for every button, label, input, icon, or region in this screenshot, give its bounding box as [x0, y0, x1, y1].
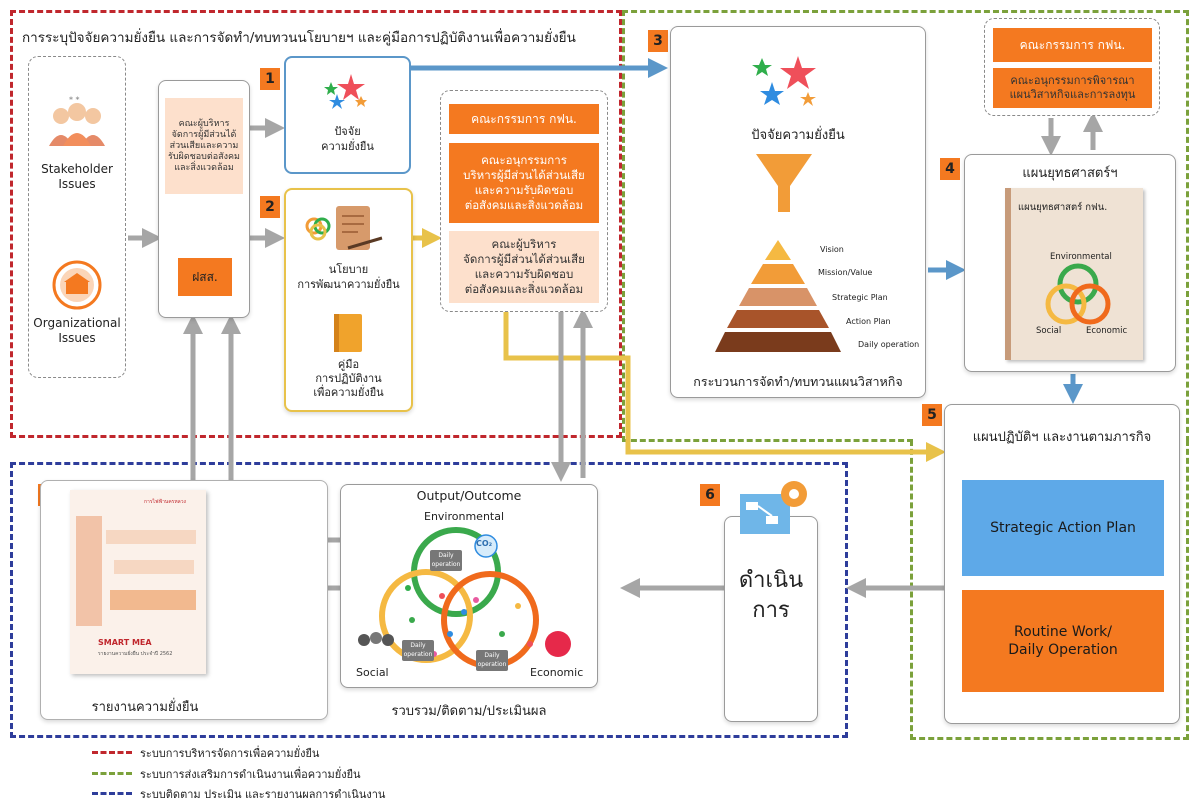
report-graphic-3 — [110, 590, 196, 610]
policy-label: นโยบาย การพัฒนาความยั่งยืน — [297, 263, 400, 291]
top-title: การระบุปัจจัยความยั่งยืน และการจัดทำ/ทบท… — [22, 30, 576, 46]
output-venn-diagram — [358, 527, 571, 669]
box7-economic-label: Economic — [530, 666, 584, 679]
promotion-system-frame-top — [622, 10, 1189, 442]
daily-op-badge-2: Daily operation — [402, 640, 434, 661]
svg-text:⁎ ⁎: ⁎ ⁎ — [69, 93, 80, 102]
strategic-action-plan: Strategic Action Plan — [962, 480, 1164, 576]
book-social-label: Social — [1036, 326, 1062, 336]
daily-op-badge-1: Daily operation — [430, 550, 462, 571]
sustainability-circles — [1045, 263, 1111, 325]
box3-caption: กระบวนการจัดทำ/ทบทวนแผนวิสาหกิจ — [693, 374, 903, 389]
book-title: แผนยุทธศาสตร์ กฟน. — [1018, 202, 1108, 213]
strategy-pyramid — [715, 240, 841, 352]
stars-icon — [324, 74, 367, 109]
step-number-6: 6 — [700, 484, 720, 506]
report-title: SMART MEA — [98, 638, 152, 647]
box8-caption: รายงานความยั่งยืน — [91, 700, 199, 715]
legend-line-promotion — [92, 772, 132, 775]
organization-icon — [52, 260, 102, 310]
manual-book-icon — [334, 314, 362, 352]
co2-label: CO₂ — [476, 539, 493, 548]
committee-mid-exec: คณะผู้บริหาร จัดการผู้มีส่วนได้ส่วนเสีย … — [449, 231, 599, 303]
strategic-plan-book — [1005, 188, 1143, 360]
report-cover: การไฟฟ้านครหลวง SMART MEA รายงานความยั่ง… — [70, 490, 206, 674]
sustainability-factor-box — [284, 56, 411, 174]
committee-mid-board: คณะกรรมการ กฟน. — [449, 104, 599, 134]
legend-text-monitoring: ระบบติดตาม ประเมิน และรายงานผลการดำเนินง… — [140, 788, 386, 801]
stakeholder-issues-label: Stakeholder Issues — [41, 162, 113, 191]
pyramid-level-4: Action Plan — [846, 317, 891, 326]
pyramid-level-2: Mission/Value — [818, 268, 873, 277]
report-subtitle: รายงานความยั่งยืน ประจำปี 2562 — [98, 651, 173, 657]
process-gear-icon — [740, 481, 807, 534]
funnel-icon — [756, 154, 812, 212]
legend-line-monitoring — [92, 792, 132, 795]
report-graphic-1 — [106, 530, 196, 544]
stars-icon-large — [752, 56, 816, 106]
pyramid-level-3: Strategic Plan — [832, 293, 888, 302]
policy-icon — [305, 206, 383, 250]
step-number-3: 3 — [648, 30, 668, 52]
legend-text-promotion: ระบบการส่งเสริมการดำเนินงานเพื่อความยั่ง… — [140, 768, 361, 781]
box7-social-label: Social — [356, 666, 389, 679]
box1-label: ปัจจัย ความยั่งยืน — [321, 125, 374, 153]
box6-label: ดำเนิน การ — [738, 568, 804, 623]
box4-title: แผนยุทธศาสตร์ฯ — [1022, 166, 1118, 181]
pyramid-level-1: Vision — [820, 245, 844, 254]
stakeholder-icon: ⁎ ⁎ — [49, 93, 105, 146]
box7-title: Output/Outcome — [416, 488, 522, 503]
promotion-system-frame-mid — [622, 439, 913, 442]
report-building — [76, 516, 102, 626]
book-economic-label: Economic — [1086, 326, 1128, 336]
committee-right-board: คณะกรรมการ กฟน. — [993, 28, 1152, 62]
manual-label: คู่มือ การปฏิบัติงาน เพื่อความยั่งยืน — [313, 358, 384, 399]
book-env-label: Environmental — [1050, 252, 1112, 262]
exec-box-text: คณะผู้บริหารจัดการผู้มีส่วนได้ส่วนเสียแล… — [165, 98, 243, 194]
unit-badge: ฝสส. — [178, 258, 232, 296]
legend-text-management: ระบบการบริหารจัดการเพื่อความยั่งยืน — [140, 747, 320, 760]
daily-op-badge-3: Daily operation — [476, 650, 508, 671]
operation-box — [724, 516, 818, 722]
committee-right-sub: คณะอนุกรรมการพิจารณา แผนวิสาหกิจและการลง… — [993, 68, 1152, 108]
box5-title: แผนปฏิบัติฯ และงานตามภารกิจ — [972, 430, 1152, 445]
pyramid-level-5: Daily operation — [858, 340, 920, 349]
committee-mid-sub: คณะอนุกรรมการ บริหารผู้มีส่วนได้ส่วนเสีย… — [449, 143, 599, 223]
box7-env-label: Environmental — [424, 510, 505, 523]
box7-caption: รวบรวม/ติดตาม/ประเมินผล — [391, 704, 547, 719]
step-number-5: 5 — [922, 404, 942, 426]
step-number-1: 1 — [260, 68, 280, 90]
box3-title: ปัจจัยความยั่งยืน — [751, 128, 845, 143]
organizational-issues-label: Organizational Issues — [33, 316, 121, 345]
step-number-2: 2 — [260, 196, 280, 218]
report-graphic-2 — [114, 560, 194, 574]
legend-line-management — [92, 751, 132, 754]
step-number-4: 4 — [940, 158, 960, 180]
report-logo: การไฟฟ้านครหลวง — [144, 499, 186, 505]
routine-work: Routine Work/ Daily Operation — [962, 590, 1164, 692]
monitoring-system-frame — [10, 462, 848, 738]
